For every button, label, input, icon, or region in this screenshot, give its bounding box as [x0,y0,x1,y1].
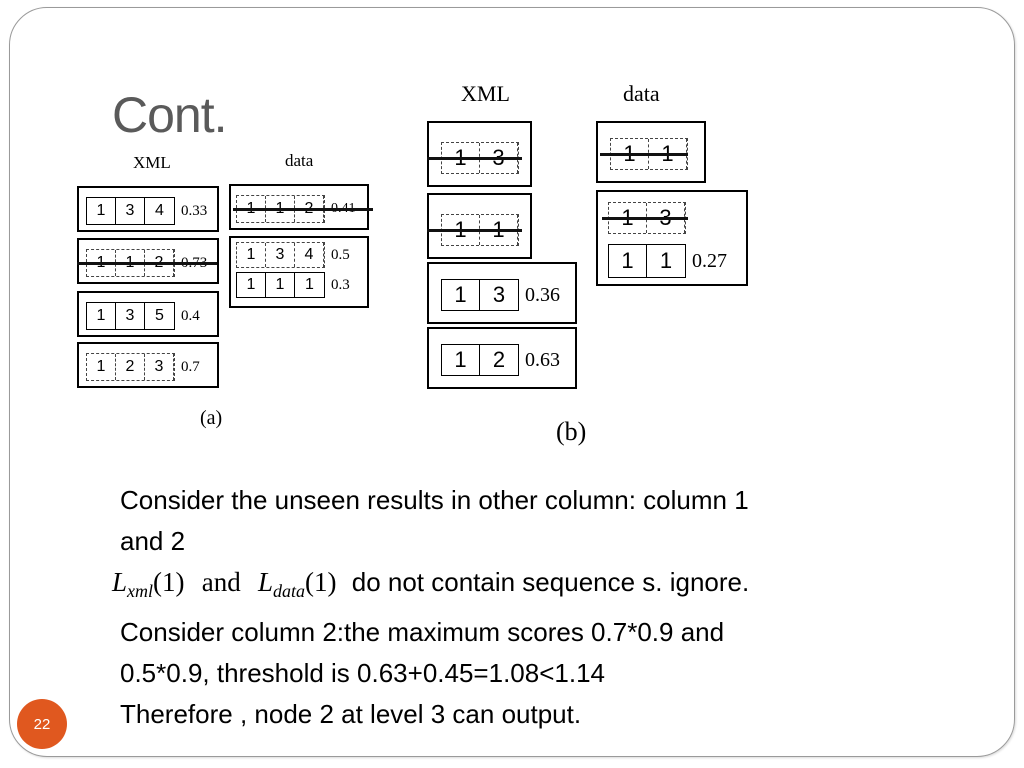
sequence-cell: 4 [155,202,164,219]
score-value: 0.5 [331,246,350,263]
figure-a-caption: (a) [200,407,223,429]
math-l-xml: Lxml(1) [112,567,185,601]
figure-b-caption: (b) [556,417,587,446]
strike-line [233,208,373,211]
page-number-badge: 22 [17,699,67,749]
figure-b-data-entry: 11 [596,121,706,183]
score-value: 0.36 [525,283,560,306]
sequence-cell: 3 [116,303,145,329]
sequence-cell: 1 [266,273,295,297]
figure-b-xml-header: XML [461,81,510,106]
sequence-cell: 1 [305,276,314,293]
body-line-5: 0.5*0.9, threshold is 0.63+0.45=1.08<1.1… [120,658,605,688]
body-line-1: Consider the unseen results in other col… [120,485,749,515]
body-line-3-rest: do not contain sequence s. ignore. [351,567,750,597]
body-line-4: Consider column 2:the maximum scores 0.7… [120,617,725,647]
sequence-cell: 1 [87,303,116,329]
sequence-cell: 3 [266,243,295,267]
math-l-data: Ldata(1) [257,567,337,601]
strike-line [602,217,688,220]
score-value: 0.27 [692,249,727,272]
sequence-cell: 4 [295,243,324,267]
sequence-cell: 5 [155,307,164,324]
sequence-cell: 1 [87,198,116,224]
body-line-2: and 2 [120,526,186,556]
figure-b-xml-entry: 13 [427,121,532,187]
sequence-cell: 1 [659,248,673,273]
strike-line [427,229,522,232]
sequence-cell: 1 [442,345,480,375]
body-line-3: Lxml(1) and Ldata(1) do not contain sequ… [112,562,960,612]
strike-line [427,157,522,160]
figure-a-data-header: data [285,151,314,170]
math-and: and [201,567,241,597]
figure-a-data-entry: 1120.41 [229,184,373,230]
sequence-cell: 1 [87,354,116,380]
sequence-cell: 2 [492,347,506,372]
figure-b-data-entry-group: 13110.27 [596,190,748,286]
figure-a-xml-entry: 1120.73 [77,238,219,284]
strike-line [77,262,217,265]
score-value: 0.7 [181,358,200,375]
score-value: 0.3 [331,276,350,293]
body-text: Consider the unseen results in other col… [112,480,960,735]
sequence-cell: 3 [116,198,145,224]
figure-b-xml-entry: 11 [427,193,532,259]
score-value: 0.4 [181,307,200,324]
sequence-cell: 1 [237,273,266,297]
figure-b-data-header: data [623,81,660,106]
sequence-cell: 2 [116,354,145,380]
strike-line [600,153,688,156]
sequence-cell: 3 [492,282,506,307]
figure-a-xml-header: XML [133,153,171,172]
score-value: 0.33 [181,202,208,219]
sequence-cell: 3 [145,354,174,380]
sequence-cell: 1 [237,243,266,267]
sequence-cell: 1 [609,245,647,277]
slide-frame [9,7,1015,757]
body-line-6: Therefore , node 2 at level 3 can output… [120,699,582,729]
sequence-cell: 1 [442,280,480,310]
score-value: 0.63 [525,348,560,371]
figure-b-data-entry: 13 [598,198,738,234]
slide-title: Cont. [112,87,228,143]
